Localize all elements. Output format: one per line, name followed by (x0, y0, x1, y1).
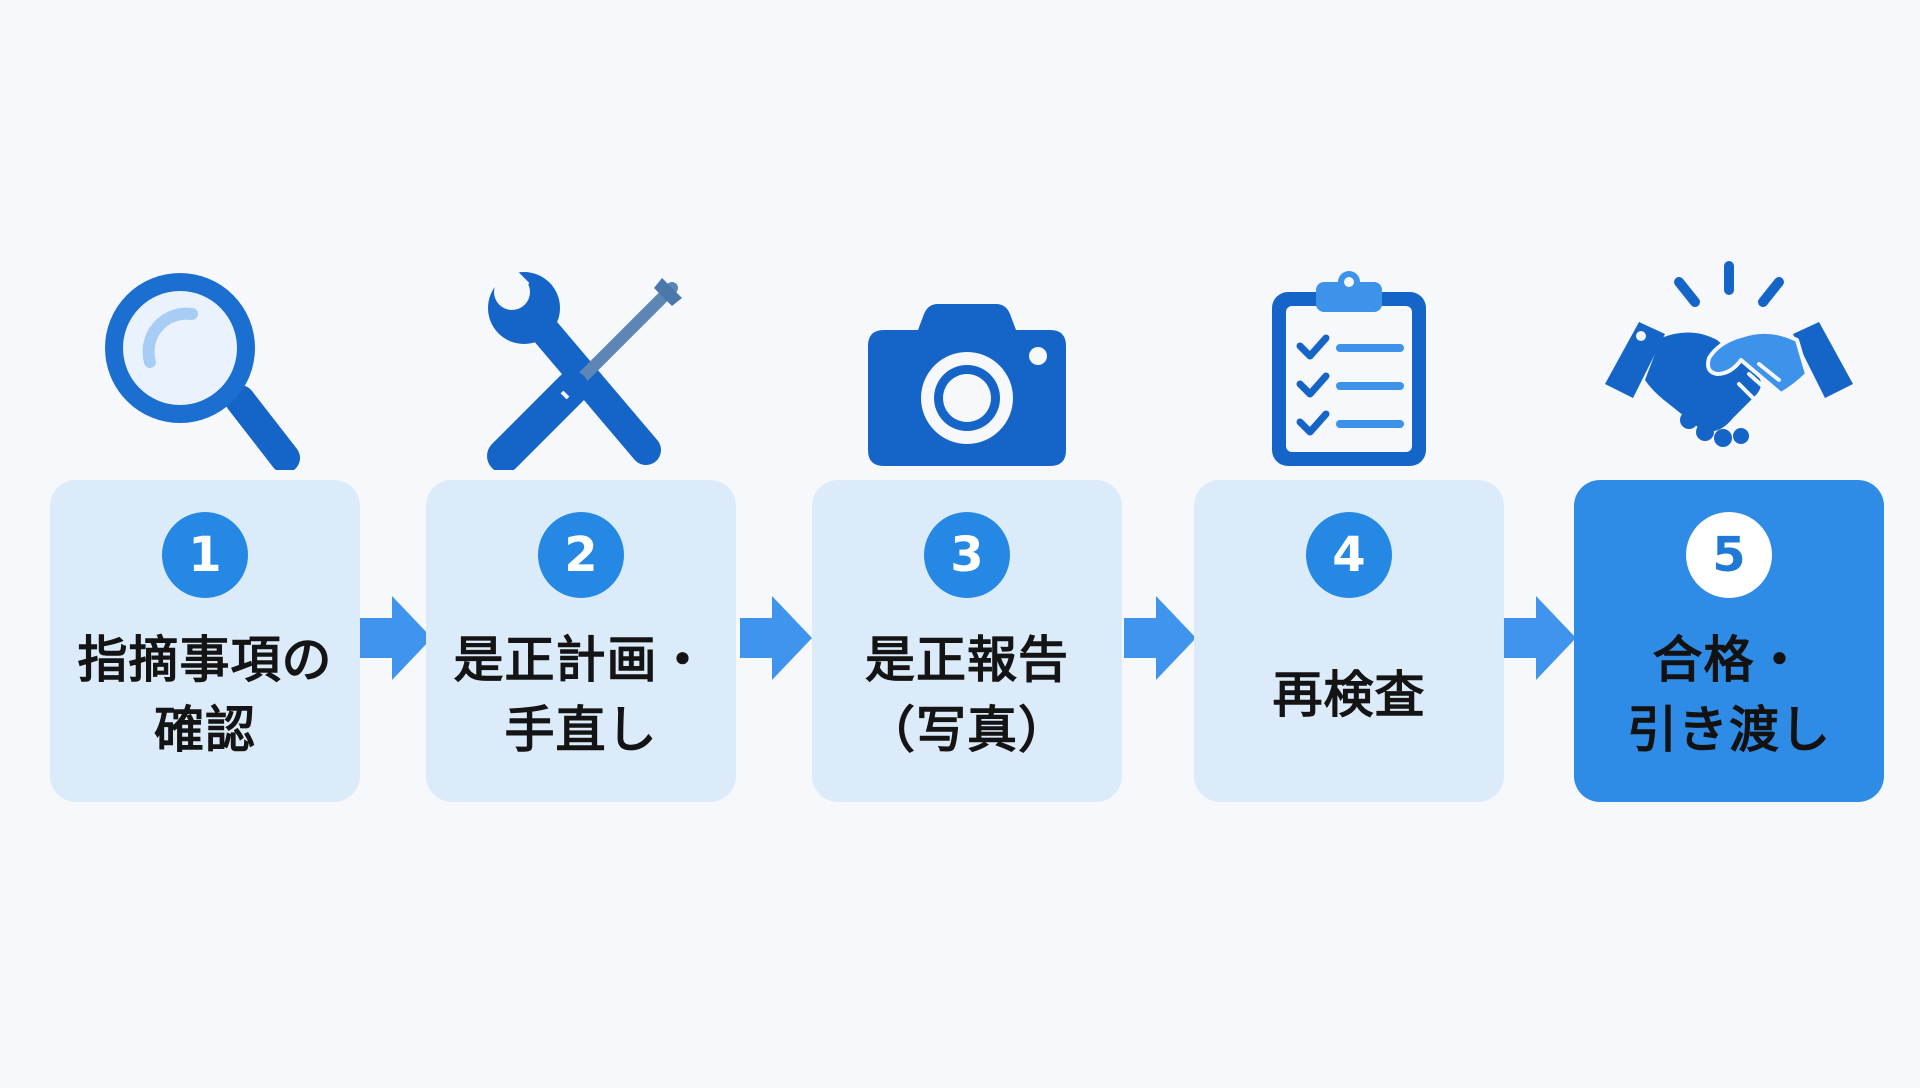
step-4-label: 再検査 (1204, 608, 1494, 782)
step-1-icon-area (50, 270, 360, 470)
step-2-label: 是正計画・ 手直し (436, 608, 726, 782)
step-3-label-line1: 是正報告 (865, 631, 1069, 689)
step-5-label-line1: 合格・ (1652, 631, 1806, 689)
step-5-card: 5 合格・ 引き渡し (1574, 480, 1884, 802)
step-1-card: 1 指摘事項の 確認 (50, 480, 360, 802)
arrow-right-icon (1124, 596, 1196, 680)
step-1-number-badge: 1 (162, 512, 248, 598)
step-2-icon-area (426, 270, 736, 470)
step-2-number-badge: 2 (538, 512, 624, 598)
step-4: 4 再検査 (1194, 270, 1504, 806)
step-2-label-line2: 手直し (504, 701, 658, 759)
step-1-label-line1: 指摘事項の (77, 631, 333, 689)
arrow-right-icon (360, 596, 432, 680)
step-2: 2 是正計画・ 手直し (426, 270, 736, 806)
step-4-number-badge: 4 (1306, 512, 1392, 598)
step-1-label: 指摘事項の 確認 (60, 608, 350, 782)
camera-icon (868, 304, 1066, 466)
wrench-screwdriver-icon (487, 270, 682, 470)
step-5-icon-area (1574, 261, 1884, 470)
step-2-card: 2 是正計画・ 手直し (426, 480, 736, 802)
step-3-label: 是正報告 （写真） (822, 608, 1112, 782)
step-5-number-badge: 5 (1686, 512, 1772, 598)
step-4-label-line1: 再検査 (1272, 666, 1426, 724)
arrow-right-icon (740, 596, 812, 680)
step-5-label-line2: 引き渡し (1627, 701, 1831, 759)
arrow-right-icon (1504, 596, 1576, 680)
step-1: 1 指摘事項の 確認 (50, 270, 360, 806)
clipboard-checklist-icon (1272, 271, 1426, 466)
step-3: 3 是正報告 （写真） (812, 270, 1122, 806)
step-1-label-line2: 確認 (154, 701, 256, 759)
step-2-label-line1: 是正計画・ (453, 631, 709, 689)
step-4-icon-area (1194, 270, 1504, 470)
step-3-card: 3 是正報告 （写真） (812, 480, 1122, 802)
step-3-number-badge: 3 (924, 512, 1010, 598)
step-5-label: 合格・ 引き渡し (1584, 608, 1874, 782)
step-3-icon-area (812, 270, 1122, 470)
handshake-icon (1605, 261, 1853, 447)
magnifier-icon (105, 273, 300, 470)
step-5: 5 合格・ 引き渡し (1574, 261, 1884, 806)
step-4-card: 4 再検査 (1194, 480, 1504, 802)
step-3-label-line2: （写真） (865, 701, 1069, 759)
